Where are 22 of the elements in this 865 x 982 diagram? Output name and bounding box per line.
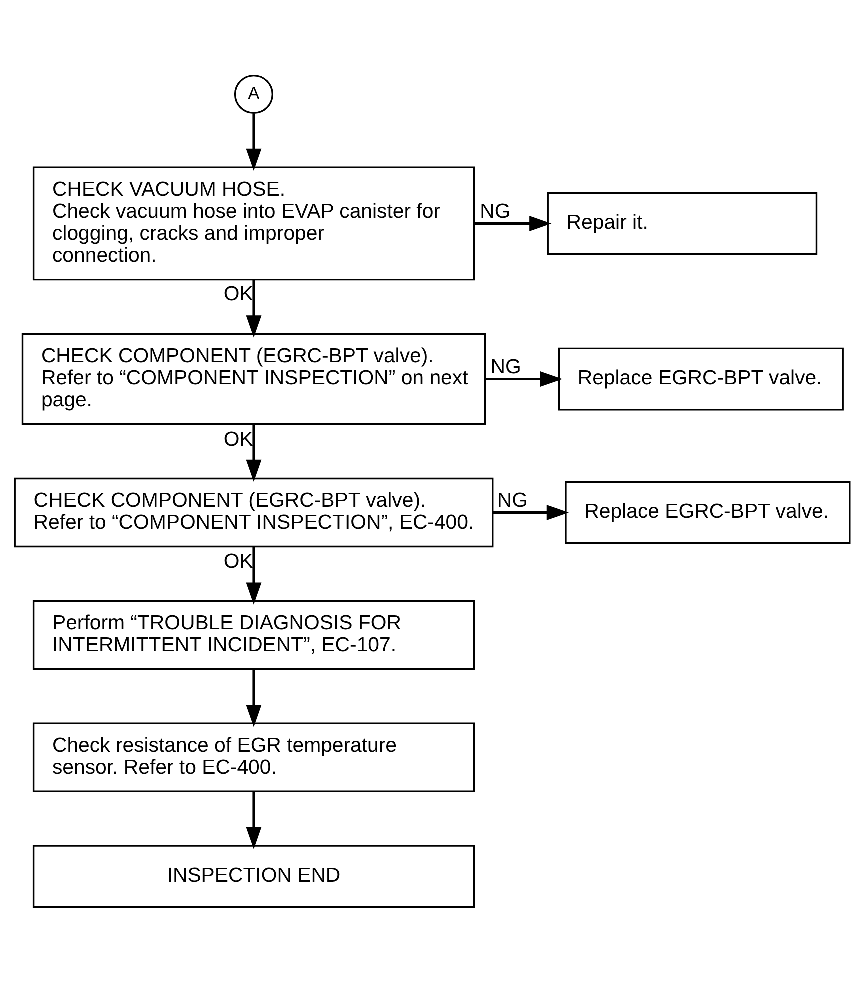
- arrow: [492, 504, 569, 520]
- node-box: CHECK COMPONENT (EGRC-BPT valve). Refer to “COMPONENT INSPECTION”, EC-400.: [14, 477, 494, 548]
- node-circle: A: [234, 74, 274, 114]
- arrow: [485, 371, 563, 387]
- node-box: Check resistance of EGR temperature sensor. Refer to EC-400.: [32, 722, 475, 792]
- arrow: [246, 279, 262, 338]
- arrow: [246, 424, 262, 482]
- arrow: [246, 113, 262, 170]
- edge-label: NG: [490, 356, 522, 378]
- edge-label: NG: [497, 489, 528, 512]
- edge-label: NG: [480, 200, 511, 222]
- arrow: [246, 792, 262, 849]
- node-box: Perform “TROUBLE DIAGNOSIS FOR INTERMITTENT INCIDENT”, EC-107.: [32, 600, 475, 670]
- arrow: [246, 546, 262, 604]
- node-box: Repair it.: [547, 192, 818, 255]
- node-box: Replace EGRC-BPT valve.: [565, 480, 851, 544]
- node-box: Replace EGRC-BPT valve.: [558, 347, 844, 410]
- node-box: CHECK COMPONENT (EGRC-BPT valve). Refer to “COMPONENT INSPECTION” on next page.: [22, 332, 486, 425]
- arrow: [474, 215, 552, 231]
- arrow: [246, 668, 262, 727]
- node-box: CHECK VACUUM HOSE. Check vacuum hose into EVAP canister for clogging, cracks and improper connection.: [32, 166, 475, 280]
- node-box: INSPECTION END: [32, 844, 475, 908]
